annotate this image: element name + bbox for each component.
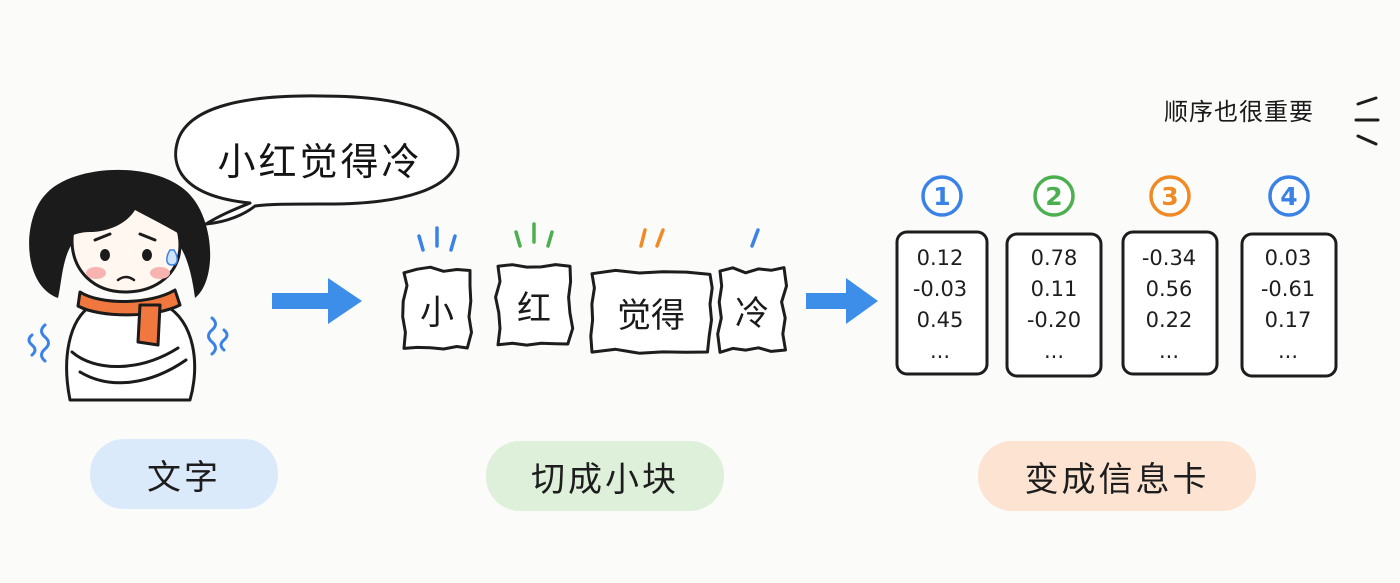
card-index-badge <box>921 175 963 217</box>
spark-mark-icon <box>417 226 457 252</box>
girl-mouth <box>116 275 136 282</box>
info-card-values: 0.03 -0.61 0.17 ... <box>1240 243 1336 367</box>
info-card-values: 0.78 0.11 -0.20 ... <box>1006 243 1102 367</box>
card-index-number: 2 <box>1045 182 1062 211</box>
girl-body <box>65 303 197 402</box>
sweat-drop-icon <box>166 249 178 266</box>
arrow-right-icon <box>806 278 878 324</box>
girl-scarf <box>76 288 182 317</box>
card-value: -0.61 <box>1260 277 1316 301</box>
girl-scarf-tail <box>136 303 162 347</box>
order-note: 顺序也很重要 <box>1164 98 1314 126</box>
arrow-right-icon <box>272 278 362 324</box>
card-value: -0.34 <box>1141 246 1197 270</box>
token-chip-label: 红 <box>517 288 551 329</box>
info-card-layer: 1 2 3 4 <box>895 175 1338 378</box>
emphasis-marks-icon <box>1354 96 1380 146</box>
card-value: 0.45 <box>916 308 964 332</box>
token-chip-layer <box>401 222 788 355</box>
card-value: 0.12 <box>916 246 964 270</box>
card-value: 0.17 <box>1264 308 1312 332</box>
info-card-values: 0.12 -0.03 0.45 ... <box>892 243 988 367</box>
token-chip-label: 觉得 <box>617 295 685 336</box>
token-chip <box>589 268 714 355</box>
stage-label-text: 文字 <box>90 439 278 509</box>
girl-brows <box>93 232 157 242</box>
card-value: 0.78 <box>1030 246 1078 270</box>
spark-mark-icon <box>750 228 760 248</box>
spark-mark-icon <box>514 222 554 248</box>
card-index-number: 1 <box>933 182 950 211</box>
card-index-badge <box>1268 175 1310 217</box>
girl-bangs <box>68 183 186 238</box>
card-index-number: 4 <box>1280 182 1297 211</box>
girl-cheek-right <box>150 267 170 279</box>
token-chip <box>716 266 788 354</box>
girl-cheek-left <box>86 267 106 279</box>
token-chip-label: 小 <box>420 292 454 333</box>
info-card <box>1240 232 1338 378</box>
girl-eye-left <box>100 249 110 261</box>
girl-eye-right <box>142 249 152 261</box>
speech-bubble-text: 小红觉得冷 <box>217 139 423 184</box>
card-index-badge <box>1033 175 1075 217</box>
card-value: ... <box>1277 339 1299 363</box>
card-value: -0.03 <box>912 277 968 301</box>
card-value: 0.03 <box>1264 246 1312 270</box>
shiver-lines-left-icon <box>27 323 50 363</box>
info-card <box>1005 232 1103 378</box>
info-card-values: -0.34 0.56 0.22 ... <box>1121 243 1217 367</box>
card-value: ... <box>929 339 951 363</box>
card-value: 0.56 <box>1145 277 1193 301</box>
card-index-badge <box>1149 175 1191 217</box>
token-chip-label: 冷 <box>735 293 769 334</box>
spark-mark-icon <box>639 228 665 248</box>
speech-bubble <box>174 94 460 226</box>
card-value: ... <box>1158 339 1180 363</box>
card-value: -0.20 <box>1026 308 1082 332</box>
girl-arms <box>70 346 188 385</box>
cold-girl-illustration <box>27 169 229 402</box>
stage-label-info-card: 变成信息卡 <box>978 441 1256 511</box>
info-card <box>1121 230 1219 376</box>
card-index-number: 3 <box>1161 182 1178 211</box>
info-card <box>895 230 989 376</box>
token-chip <box>494 263 575 347</box>
card-value: 0.11 <box>1030 277 1078 301</box>
card-value: 0.22 <box>1145 308 1193 332</box>
token-chip <box>401 265 473 351</box>
shiver-lines-right-icon <box>207 316 229 356</box>
stage-label-tokenize: 切成小块 <box>486 441 724 511</box>
card-value: ... <box>1043 339 1065 363</box>
